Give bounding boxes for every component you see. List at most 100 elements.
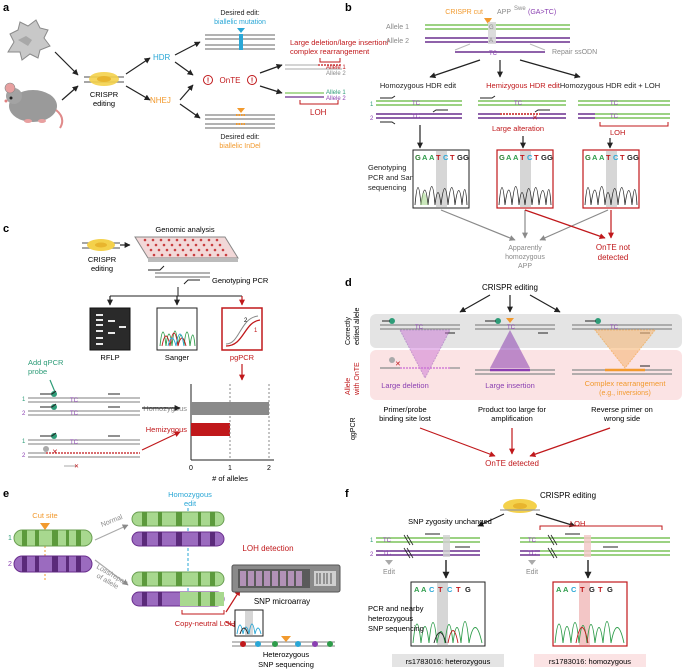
rs-het-label: rs1783016: heterozygous xyxy=(406,657,491,666)
svg-text:G: G xyxy=(547,153,553,162)
d-onte-alleles: ✕ xyxy=(380,357,672,375)
svg-text:✕: ✕ xyxy=(52,449,58,456)
svg-text:A: A xyxy=(556,585,562,594)
large-deletion-title-2: complex rearrangement xyxy=(290,47,370,56)
svg-text:!: ! xyxy=(251,78,253,85)
onte-allele-band xyxy=(370,350,682,400)
cnloh-label: Copy-neutral LOH xyxy=(175,619,235,628)
svg-text:T: T xyxy=(606,153,611,162)
svg-text:G: G xyxy=(457,153,463,162)
correct-label-1: Correctly xyxy=(345,316,352,345)
pcr-nearby-label: PCR and nearby xyxy=(368,604,424,613)
svg-text:TC: TC xyxy=(70,398,79,404)
well-plate-icon xyxy=(134,236,239,262)
large-deletion-title-1: Large deletion/large insertion/ xyxy=(290,38,390,47)
svg-text:✕: ✕ xyxy=(74,464,79,470)
svg-text:G: G xyxy=(585,153,591,162)
desired-edit-bottom: Desired edit: xyxy=(220,134,259,141)
deletion-triangle xyxy=(399,329,451,380)
heterozygous-label-e: Heterozygous xyxy=(263,650,310,659)
genotyping-label-2: PCR and Sanger xyxy=(368,173,425,182)
repair-ssodn-label: Repair ssODN xyxy=(552,49,597,56)
svg-text:TC: TC xyxy=(415,325,424,331)
svg-text:A: A xyxy=(513,153,519,162)
normal-label: Normal xyxy=(100,514,124,529)
biallelic-mutation-label: biallelic mutation xyxy=(214,19,266,26)
svg-text:TC: TC xyxy=(412,114,421,120)
genotyping-label-1: Genotyping xyxy=(368,163,406,172)
panel-e: Cut site 1 2 Normal Loss/repair of allel… xyxy=(8,490,341,669)
edit-label-f-left: Edit xyxy=(383,569,395,576)
svg-text:A: A xyxy=(421,585,427,594)
loh-label-b: LOH xyxy=(610,128,625,137)
svg-text:✕: ✕ xyxy=(532,115,538,122)
svg-text:G: G xyxy=(499,153,505,162)
pgpcr-icon: 2 1 xyxy=(221,307,263,351)
chromosome-pair-original xyxy=(13,529,93,573)
panel-label-e: e xyxy=(3,488,9,500)
svg-text:T: T xyxy=(436,153,441,162)
svg-text:G: G xyxy=(489,25,494,31)
biallelic-indel-label: biallelic InDel xyxy=(219,143,261,150)
panel-label-a: a xyxy=(3,2,10,14)
loh-detection-label: LOH detection xyxy=(242,544,293,553)
allele2-label-b: Allele 2 xyxy=(386,38,409,45)
allele1-label-top: Allele 1 xyxy=(326,65,346,71)
genomic-analysis-label: Genomic analysis xyxy=(155,225,214,234)
sanger-icon xyxy=(156,307,198,351)
insertion-triangle xyxy=(490,330,530,368)
snp-seq-icon xyxy=(232,609,335,647)
panel-d: CRISPR editing Correctly edited allele A… xyxy=(345,283,682,468)
ga-tc-label: (GA>TC) xyxy=(528,9,556,16)
app-label: APP xyxy=(497,9,511,16)
loh-label-a: LOH xyxy=(310,108,327,117)
svg-text:C: C xyxy=(443,153,449,162)
svg-text:TC: TC xyxy=(383,551,392,557)
svg-text:1: 1 xyxy=(22,439,26,445)
svg-text:2: 2 xyxy=(370,116,374,122)
add-qpcr-label: Add qPCR xyxy=(28,358,64,367)
panel-c: CRISPR editing Genomic analysis Genotypi… xyxy=(22,225,274,483)
svg-text:T: T xyxy=(534,153,539,162)
svg-text:TC: TC xyxy=(514,101,523,107)
panel-label-b: b xyxy=(345,2,352,14)
onte-not-label: OnTE not xyxy=(596,243,631,252)
hemi-hdr-schematic: TC ✕ Large alteration xyxy=(478,95,566,133)
svg-text:C: C xyxy=(447,585,453,594)
c-normal-alleles: 1 2 TC TC xyxy=(22,390,140,417)
snp-sequencing-label-e: SNP sequencing xyxy=(258,660,314,669)
svg-text:G: G xyxy=(463,153,469,162)
svg-text:A: A xyxy=(599,153,605,162)
primer-icon-c xyxy=(148,265,210,285)
desired-edit-top: Desired edit: xyxy=(220,10,259,17)
snp-microarray-icon xyxy=(231,564,341,593)
apparently-label: Apparently xyxy=(508,245,542,252)
heterozygous-label-f: heterozygous xyxy=(368,614,413,623)
panel-label-f: f xyxy=(345,488,349,500)
svg-text:2: 2 xyxy=(8,561,12,568)
snp-microarray-label: SNP microarray xyxy=(254,597,310,606)
reason-1b: binding site lost xyxy=(379,414,432,423)
svg-text:C: C xyxy=(429,585,435,594)
svg-text:1: 1 xyxy=(370,538,374,544)
qgpcr-label: qgPCR xyxy=(350,417,357,440)
svg-text:TC: TC xyxy=(528,538,537,544)
svg-text:G: G xyxy=(415,153,421,162)
large-alteration-label: Large alteration xyxy=(492,124,544,133)
reason-3b: wrong side xyxy=(603,414,640,423)
homozygous-edit-label: Homozygous xyxy=(168,490,212,499)
loh-allele-diagram: Allele 1 Allele 2 LOH xyxy=(285,90,346,117)
svg-text:TC: TC xyxy=(489,51,498,57)
loh-hdr-schematic: TC TC LOH xyxy=(578,100,670,137)
svg-text:C: C xyxy=(527,153,533,162)
c-hemizygous-alleles: 1 2 ✕ TC ✕ xyxy=(22,432,140,470)
svg-text:G: G xyxy=(627,153,633,162)
svg-text:TC: TC xyxy=(70,411,79,417)
biallelic-indel-dna xyxy=(205,108,275,129)
svg-text:A: A xyxy=(592,153,598,162)
reason-3a: Reverse primer on xyxy=(591,405,653,414)
reason-1a: Primer/probe xyxy=(383,405,426,414)
crispr-dish-icon xyxy=(84,72,124,86)
